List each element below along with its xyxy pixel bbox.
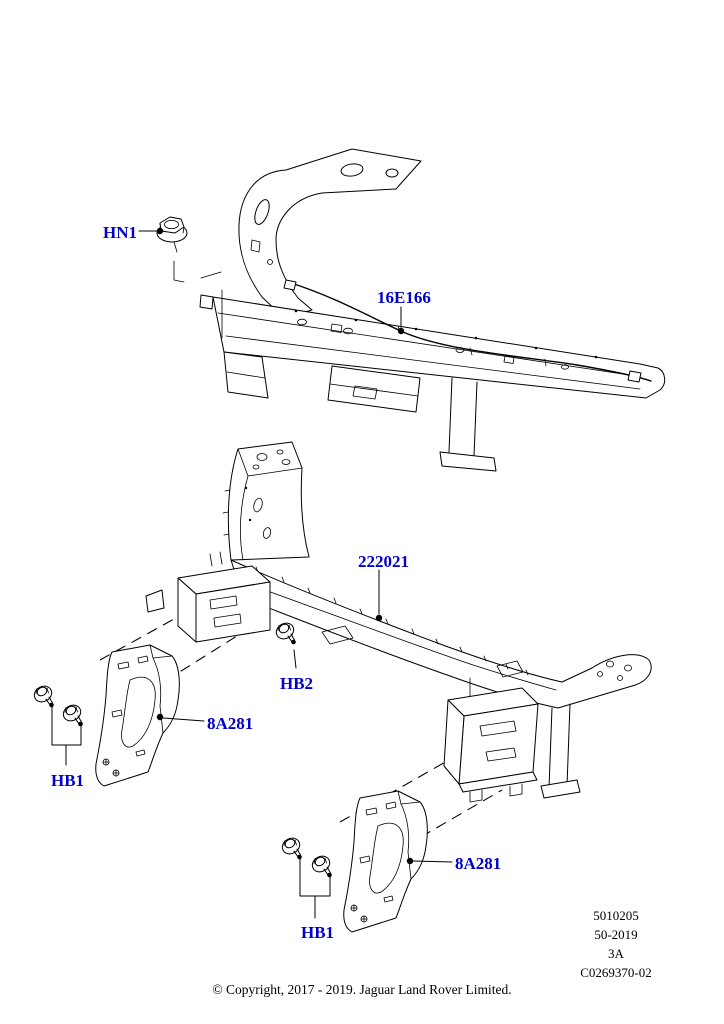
callout-hb2[interactable]: HB2 — [280, 674, 313, 693]
bolts-hb1-bottom-art — [278, 834, 334, 878]
ref-line-section: 50-2019 — [594, 927, 638, 942]
bracket-bottom-art — [343, 790, 428, 933]
bolts-hb1-left-art — [30, 682, 85, 727]
ref-line-sheet: 3A — [608, 946, 624, 961]
bolt-hb2-art — [272, 619, 298, 645]
callout-16e166[interactable]: 16E166 — [377, 288, 431, 307]
ref-line-doc: 5010205 — [593, 908, 639, 923]
leader-lines — [51, 227, 453, 919]
callout-hb1-bottom[interactable]: HB1 — [301, 923, 334, 942]
callout-hn1[interactable]: HN1 — [103, 223, 137, 242]
upper-panel-art — [199, 148, 666, 472]
nut-hn1-art — [156, 216, 222, 283]
callout-8a281-bottom[interactable]: 8A281 — [455, 854, 501, 873]
lower-panel-art — [145, 441, 652, 803]
callout-hb1-left[interactable]: HB1 — [51, 771, 84, 790]
ref-line-drawing: C0269370-02 — [580, 965, 652, 980]
callout-222021[interactable]: 222021 — [358, 552, 409, 571]
reference-block: 5010205 50-2019 3A C0269370-02 — [556, 906, 676, 982]
callout-8a281-left[interactable]: 8A281 — [207, 714, 253, 733]
bracket-left-art — [95, 644, 180, 787]
copyright-line: © Copyright, 2017 - 2019. Jaguar Land Ro… — [212, 982, 512, 997]
